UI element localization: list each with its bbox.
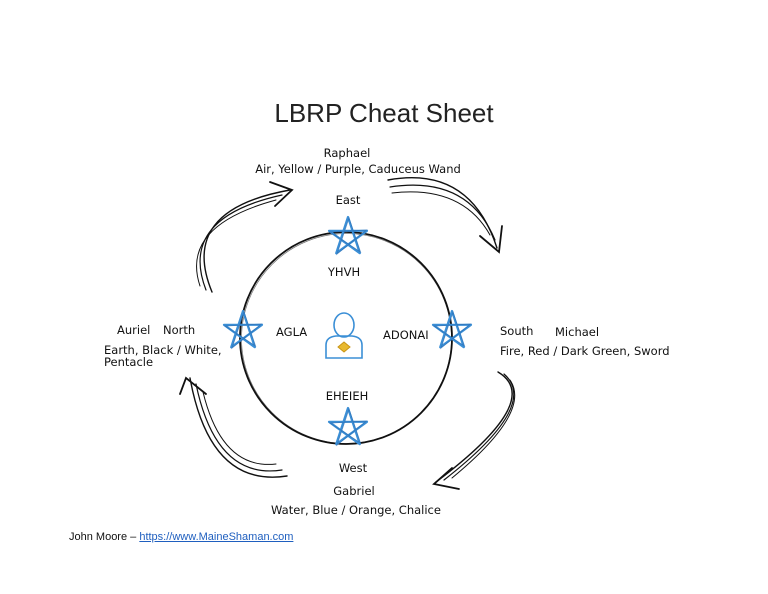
east-divine-name: YHVH xyxy=(327,265,361,279)
curved-arrow-icon-se xyxy=(432,371,516,490)
footer-link[interactable]: https://www.MaineShaman.com xyxy=(139,531,294,543)
south-direction: South xyxy=(500,324,534,338)
pentagram-icon-west xyxy=(327,406,369,447)
west-divine-name: EHEIEH xyxy=(325,389,369,403)
curved-arrow-icon-sw xyxy=(179,376,288,478)
curved-arrow-icon-nw xyxy=(196,181,294,293)
page-title: LBRP Cheat Sheet xyxy=(274,98,494,128)
west-direction: West xyxy=(338,461,368,475)
west-archangel: Gabriel xyxy=(333,484,375,498)
pentagram-icon-east xyxy=(327,215,369,256)
north-archangel: Auriel xyxy=(117,323,151,337)
north-attributes-line2: Pentacle xyxy=(104,355,154,369)
west-attributes: Water, Blue / Orange, Chalice xyxy=(271,503,441,517)
footer: John Moore – https://www.MaineShaman.com xyxy=(69,531,293,543)
south-archangel: Michael xyxy=(555,325,600,339)
footer-author: John Moore – xyxy=(69,531,140,543)
north-divine-name: AGLA xyxy=(276,325,308,339)
person-icon xyxy=(325,312,363,359)
east-direction: East xyxy=(335,193,361,207)
east-archangel: Raphael xyxy=(323,146,371,160)
south-divine-name: ADONAI xyxy=(383,328,429,342)
north-direction: North xyxy=(163,323,196,337)
south-attributes: Fire, Red / Dark Green, Sword xyxy=(500,344,670,358)
curved-arrow-icon-ne xyxy=(387,177,503,254)
north-attributes-line1: Earth, Black / White, xyxy=(104,343,222,357)
east-attributes: Air, Yellow / Purple, Caduceus Wand xyxy=(255,162,461,176)
